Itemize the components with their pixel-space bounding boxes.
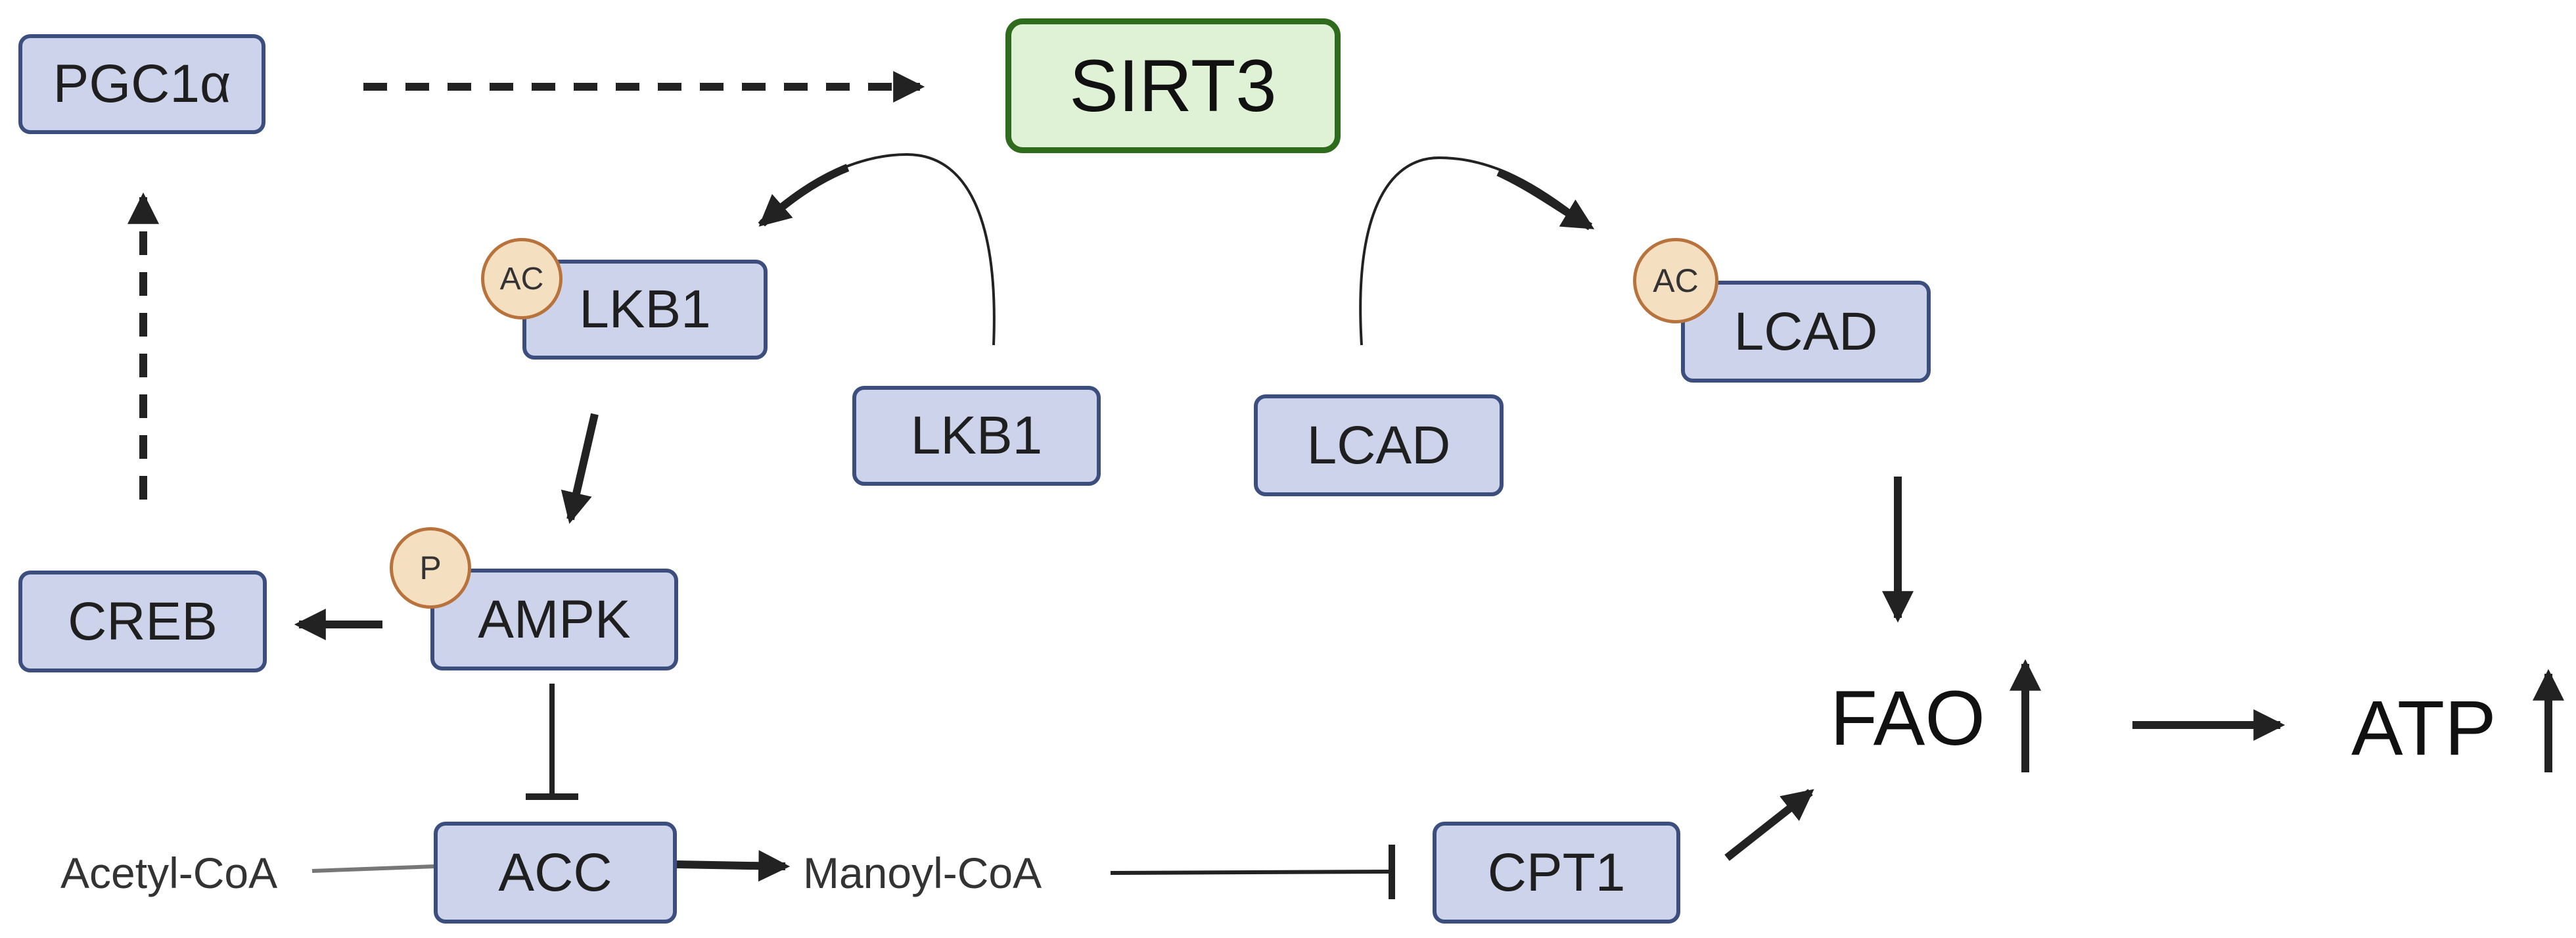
node-creb: CREB [18, 571, 267, 672]
acc-to-manoyl-coa-arrow [676, 850, 791, 882]
label-atp: ATP [2351, 685, 2496, 772]
node-lcad: LCAD [1254, 394, 1504, 496]
lkb1-deacetylation-arc [758, 152, 996, 346]
label-acetyl-coa: Acetyl-CoA [60, 849, 278, 897]
node-sirt3: SIRT3 [1005, 18, 1341, 153]
node-lcad-acetylated: LCAD [1681, 281, 1931, 383]
badge-acetyl-lcad: AC [1633, 238, 1718, 323]
node-lkb1-acetylated: LKB1 [522, 260, 768, 360]
lkb1-to-ampk-arrow [561, 413, 599, 525]
node-pgc1a: PGC1α [18, 34, 265, 134]
node-ampk-phosphorylated: AMPK [430, 569, 678, 670]
lcad-deacetylation-arc [1359, 156, 1592, 346]
cpt1-to-fao-arrow [1724, 789, 1814, 861]
acetyl-coa-to-acc-line [311, 864, 436, 873]
label-manoyl-coa: Manoyl-CoA [803, 849, 1042, 897]
node-lkb1: LKB1 [852, 386, 1101, 486]
badge-phospho-ampk: P [390, 527, 471, 609]
label-fao: FAO [1830, 675, 1986, 762]
lkb1-deacetylation-arrowhead-segment [758, 164, 850, 227]
manoyl-coa-inhibits-cpt1-line [1110, 870, 1391, 875]
badge-acetyl-lkb1: AC [481, 238, 563, 319]
lcad-deacetylation-arrowhead-segment [1496, 168, 1595, 231]
node-acc: ACC [434, 822, 677, 924]
node-cpt1: CPT1 [1433, 822, 1680, 924]
